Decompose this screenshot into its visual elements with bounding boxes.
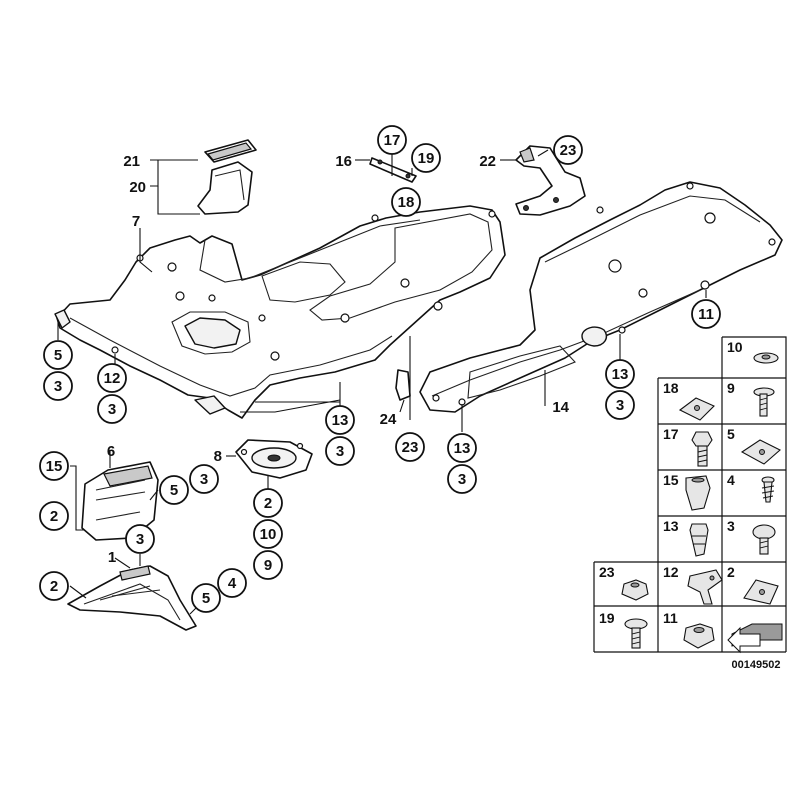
svg-text:18: 18 (398, 194, 415, 211)
callout-5-b: 5 (159, 475, 189, 505)
callout-18: 18 (391, 187, 421, 217)
svg-text:5: 5 (202, 590, 210, 607)
label-20: 20 (129, 179, 146, 196)
callout-9: 9 (253, 550, 283, 580)
pan-head-screw-icon (752, 524, 776, 540)
svg-text:3: 3 (136, 531, 144, 548)
legend-label-17: 17 (663, 426, 679, 442)
rear-underbody-panel (419, 181, 783, 413)
callout-2-c: 2 (253, 488, 283, 518)
callout-10: 10 (253, 519, 283, 549)
label-21: 21 (123, 153, 140, 170)
hex-bolt-icon (691, 431, 713, 447)
callout-3-b: 3 (97, 394, 127, 424)
catalog-number: 00149502 (732, 659, 781, 671)
svg-text:4: 4 (228, 575, 237, 592)
svg-text:2: 2 (50, 508, 58, 525)
legend-label-11: 11 (663, 610, 678, 626)
callout-13-c: 13 (605, 359, 635, 389)
jack-point-plate (235, 439, 313, 479)
svg-text:3: 3 (54, 378, 62, 395)
callout-2-b: 2 (39, 571, 69, 601)
svg-text:23: 23 (560, 142, 577, 159)
clip-bracket (395, 369, 411, 401)
svg-text:13: 13 (332, 412, 349, 429)
callout-3-g: 3 (125, 524, 155, 554)
legend-label-2: 2 (727, 564, 735, 580)
legend-label-12: 12 (663, 564, 679, 580)
plastic-clip-icon (687, 569, 723, 605)
svg-text:23: 23 (402, 439, 419, 456)
label-22: 22 (479, 153, 496, 170)
legend-label-23: 23 (599, 564, 615, 580)
svg-text:5: 5 (54, 347, 62, 364)
callout-23-a: 23 (395, 432, 425, 462)
svg-text:9: 9 (264, 557, 272, 574)
label-14: 14 (552, 399, 569, 416)
front-splash-guard (67, 565, 197, 631)
legend-label-18: 18 (663, 380, 679, 396)
svg-text:3: 3 (200, 471, 208, 488)
callout-3-f: 3 (189, 464, 219, 494)
label-8: 8 (214, 448, 222, 465)
svg-text:19: 19 (418, 150, 435, 167)
svg-text:2: 2 (264, 495, 272, 512)
callout-3-c: 3 (325, 436, 355, 466)
callout-15: 15 (39, 451, 69, 481)
small-bracket (369, 157, 417, 183)
legend-label-9: 9 (727, 380, 735, 396)
legend-label-13: 13 (663, 518, 679, 534)
label-1: 1 (108, 549, 116, 566)
svg-text:15: 15 (46, 458, 63, 475)
callout-3-a: 3 (43, 371, 73, 401)
legend-label-4: 4 (727, 472, 735, 488)
callout-11: 11 (691, 299, 721, 329)
legend-label-5: 5 (727, 426, 735, 442)
fastener-legend-grid: 10 18 9 17 5 15 4 13 3 2 (593, 336, 787, 654)
svg-text:3: 3 (336, 443, 344, 460)
callout-5-a: 5 (43, 340, 73, 370)
label-6: 6 (107, 443, 115, 460)
svg-text:3: 3 (616, 397, 624, 414)
svg-text:13: 13 (454, 440, 471, 457)
callout-5-c: 5 (191, 583, 221, 613)
duct-housing (81, 461, 159, 541)
svg-text:5: 5 (170, 482, 178, 499)
expanding-rivet-icon (689, 523, 709, 557)
leader-lines (57, 149, 707, 615)
callout-13-a: 13 (325, 405, 355, 435)
legend-label-3: 3 (727, 518, 735, 534)
callout-13-b: 13 (447, 433, 477, 463)
callout-3-d: 3 (447, 464, 477, 494)
label-24: 24 (380, 411, 397, 428)
svg-text:10: 10 (260, 526, 277, 543)
callout-23-b: 23 (553, 135, 583, 165)
air-duct-bracket (197, 139, 257, 215)
collar-nut-icon (621, 579, 649, 601)
flange-nut-icon (683, 623, 715, 649)
callout-19: 19 (411, 143, 441, 173)
svg-text:3: 3 (108, 401, 116, 418)
legend-label-19: 19 (599, 610, 615, 626)
svg-text:12: 12 (104, 370, 121, 387)
svg-text:3: 3 (458, 471, 466, 488)
callout-4: 4 (217, 568, 247, 598)
rear-bracket (515, 145, 586, 216)
front-underbody-panel (54, 205, 506, 419)
legend-label-10: 10 (727, 339, 743, 355)
svg-text:13: 13 (612, 366, 629, 383)
svg-text:17: 17 (384, 132, 401, 149)
legend-label-15: 15 (663, 472, 679, 488)
callout-17: 17 (377, 125, 407, 155)
callout-12: 12 (97, 363, 127, 393)
callout-2-a: 2 (39, 501, 69, 531)
svg-text:11: 11 (698, 306, 714, 323)
label-7: 7 (132, 213, 140, 230)
callout-3-e: 3 (605, 390, 635, 420)
expanding-nut-icon (685, 475, 711, 511)
label-16: 16 (335, 153, 352, 170)
svg-text:2: 2 (50, 578, 58, 595)
